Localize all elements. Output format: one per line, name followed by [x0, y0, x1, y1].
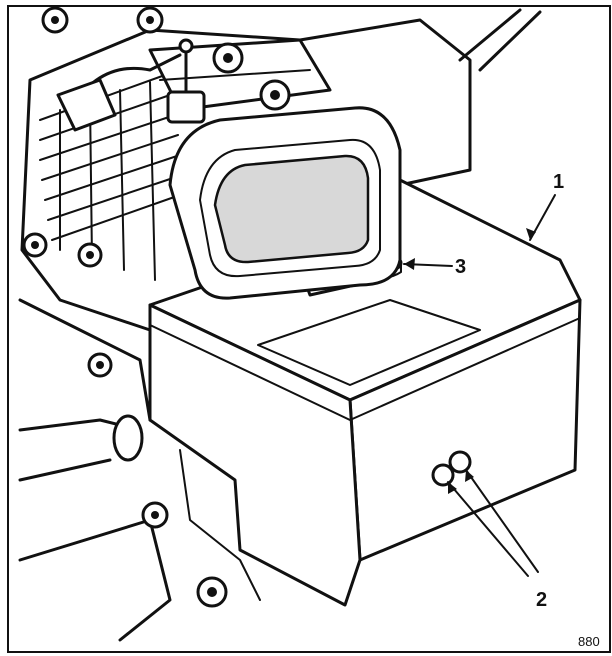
- callout-2-group: 2: [447, 469, 547, 611]
- callout-label-2: 2: [536, 589, 547, 611]
- callout-label-1: 1: [553, 171, 564, 193]
- leader-line-2b: [447, 481, 529, 577]
- callout-3-group: 3: [403, 256, 466, 278]
- figure-frame: [7, 5, 611, 653]
- figure-number: 880: [578, 634, 600, 649]
- leader-line-2a: [465, 469, 539, 573]
- tank-mounting-nut-lower: [431, 463, 455, 487]
- air-cleaner: [168, 106, 402, 300]
- callout-label-3: 3: [455, 256, 466, 278]
- tank-mounting-nut-upper: [448, 450, 472, 474]
- callout-1-group: 1: [526, 171, 564, 241]
